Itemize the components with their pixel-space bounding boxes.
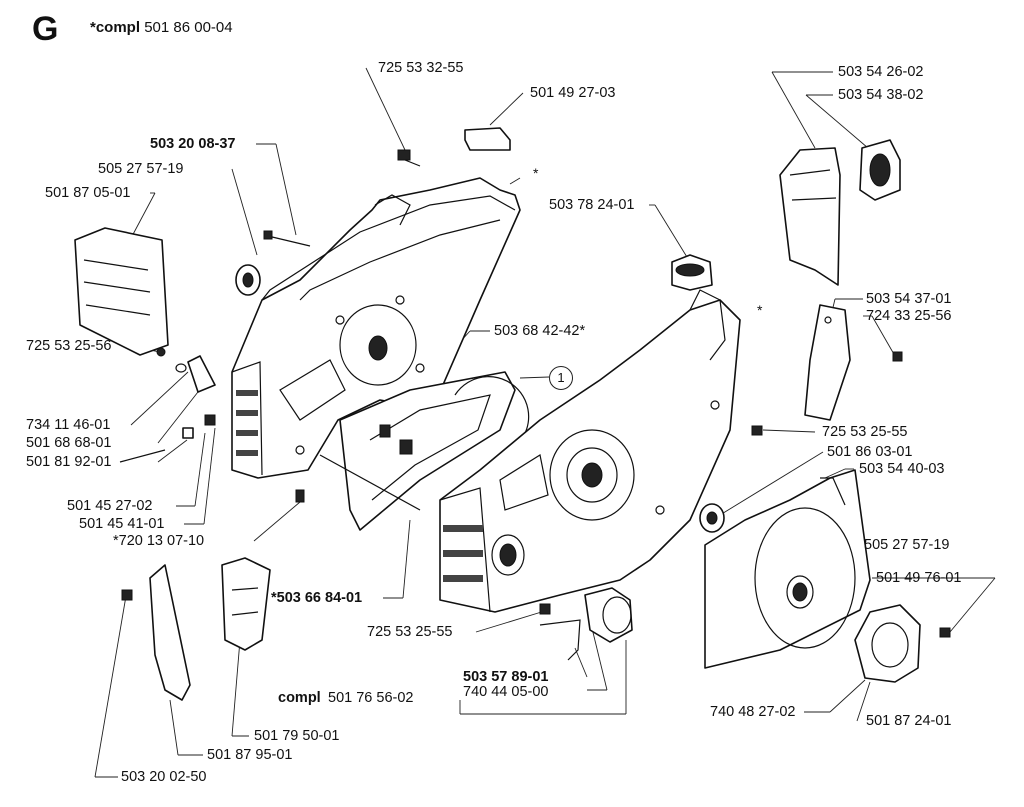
part-label-501-68-68-01: 501 68 68-01 bbox=[26, 435, 112, 451]
compl-number: 501 86 00-04 bbox=[144, 19, 233, 36]
part-label-501-49-27-03: 501 49 27-03 bbox=[530, 85, 616, 101]
part-label-503-54-37-01: 503 54 37-01 bbox=[866, 291, 952, 307]
part-label-503-20-02-50: 503 20 02-50 bbox=[121, 769, 207, 785]
callout-circle: 1 bbox=[549, 366, 573, 390]
seal-505-27-57-19-left bbox=[235, 264, 261, 296]
part-label-725-53-25-55-bottom: 725 53 25-55 bbox=[367, 624, 453, 640]
part-label-505-27-57-19-left: 505 27 57-19 bbox=[98, 161, 184, 177]
part-label-725-53-25-56: 725 53 25-56 bbox=[26, 338, 112, 354]
part-label-compl: compl bbox=[278, 690, 321, 706]
part-label-740-44-05-00: 740 44 05-00 bbox=[463, 684, 549, 700]
impulse-hose-720-13-07-10 bbox=[319, 424, 421, 511]
part-label-501-86-03-01: 501 86 03-01 bbox=[827, 444, 913, 460]
crankcase-left-half bbox=[231, 177, 521, 479]
guard-503-54-37-01 bbox=[804, 304, 851, 421]
part-label-734-11-46-01: 734 11 46-01 bbox=[26, 417, 111, 433]
part-label-720-13-07-10: *720 13 07-10 bbox=[113, 533, 205, 549]
screws-right bbox=[539, 351, 951, 638]
part-label-503-54-26-02: 503 54 26-02 bbox=[838, 64, 924, 80]
chain-guide-plate bbox=[74, 227, 169, 356]
part-label-724-33-25-56: 724 33 25-56 bbox=[866, 308, 952, 324]
part-label-740-48-27-02: 740 48 27-02 bbox=[710, 704, 796, 720]
part-label-503-78-24-01: 503 78 24-01 bbox=[549, 197, 635, 213]
asterisk-marker-left: * bbox=[533, 165, 539, 181]
bar-plate-501-87-95-01 bbox=[121, 564, 191, 701]
part-label-501-87-95-01: 501 87 95-01 bbox=[207, 747, 293, 763]
screw-503-20-08-37 bbox=[263, 230, 311, 247]
part-label-501-45-41-01: 501 45 41-01 bbox=[79, 516, 165, 532]
clutch-cover-plate bbox=[704, 469, 871, 669]
part-label-503-54-38-02: 503 54 38-02 bbox=[838, 87, 924, 103]
compl-prefix: *compl bbox=[90, 19, 141, 36]
part-label-503-20-08-37: 503 20 08-37 bbox=[150, 136, 236, 152]
part-label-501-49-76-01: 501 49 76-01 bbox=[876, 570, 962, 586]
part-label-725-53-32-55: 725 53 32-55 bbox=[378, 60, 464, 76]
chain-catcher-501-79-50-01 bbox=[221, 557, 271, 651]
part-label-501-87-05-01: 501 87 05-01 bbox=[45, 185, 131, 201]
part-label-501-79-50-01: 501 79 50-01 bbox=[254, 728, 340, 744]
asterisk-marker-right: * bbox=[757, 302, 763, 318]
assembly-complete-label: *compl 501 86 00-04 bbox=[90, 19, 233, 36]
part-label-505-27-57-19-right: 505 27 57-19 bbox=[864, 537, 950, 553]
tank-vent-503-78-24-01 bbox=[671, 254, 713, 291]
part-label-503-57-89-01: 503 57 89-01 bbox=[463, 669, 549, 685]
part-label-725-53-25-55-right: 725 53 25-55 bbox=[822, 424, 908, 440]
part-label-501-45-27-02: 501 45 27-02 bbox=[67, 498, 153, 514]
leader-lines bbox=[94, 67, 996, 778]
part-label-503-66-84-01: *503 66 84-01 bbox=[271, 590, 363, 606]
seal-503-54-38-02 bbox=[859, 139, 901, 201]
oil-pump-503-57-89-01 bbox=[539, 587, 633, 661]
air-guide-503-54-26-02 bbox=[779, 147, 841, 286]
part-label-503-68-42-42: 503 68 42-42* bbox=[494, 323, 586, 339]
bolt-725-53-32-55 bbox=[397, 149, 421, 167]
part-label-501-81-92-01: 501 81 92-01 bbox=[26, 454, 112, 470]
clip-501-49-27-03 bbox=[464, 127, 511, 151]
small-fasteners-left bbox=[119, 347, 305, 503]
clutch-drum-501-87-24-01 bbox=[854, 604, 921, 683]
part-label-501-87-24-01: 501 87 24-01 bbox=[866, 713, 952, 729]
part-label-503-54-40-03: 503 54 40-03 bbox=[859, 461, 945, 477]
section-letter: G bbox=[32, 10, 59, 48]
bushing-501-86-03-01 bbox=[699, 503, 725, 533]
part-label-501-76-56-02: 501 76 56-02 bbox=[328, 690, 414, 706]
crankcase-right-half bbox=[439, 289, 741, 613]
